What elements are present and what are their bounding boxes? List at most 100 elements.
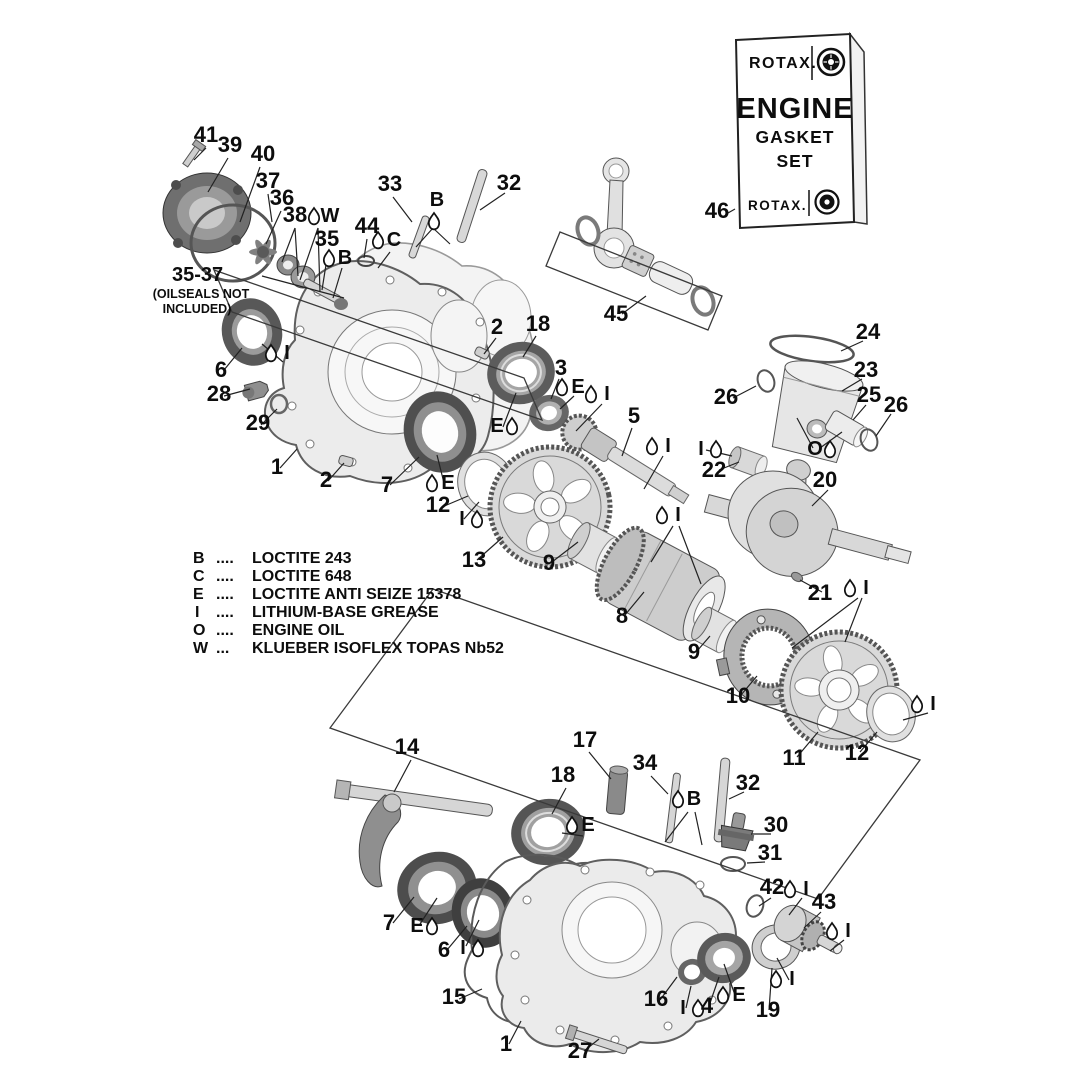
callout-label: 26 bbox=[884, 392, 908, 417]
card-brand-top: ROTAX. bbox=[749, 55, 817, 72]
crank-piston-group bbox=[703, 334, 912, 583]
callout-2: 2 bbox=[491, 314, 503, 339]
part-26-circlip bbox=[859, 428, 879, 452]
callout-label: W bbox=[321, 205, 340, 227]
callout-label: 32 bbox=[736, 770, 760, 795]
callout-label: I bbox=[803, 878, 809, 900]
callout-7: 7 bbox=[383, 910, 395, 935]
part-12-shim-ring bbox=[866, 685, 916, 743]
callout-I: I bbox=[645, 435, 671, 457]
callout-label: 16 bbox=[644, 986, 668, 1011]
part-28-plug bbox=[242, 380, 269, 402]
callout-C: C bbox=[371, 229, 401, 251]
callout-B: B bbox=[322, 247, 352, 269]
callout-label: 40 bbox=[251, 141, 275, 166]
callout-label: O bbox=[807, 438, 823, 460]
callout-19: 19 bbox=[756, 997, 780, 1022]
part-13-gear bbox=[487, 444, 613, 570]
callout-27: 27 bbox=[568, 1038, 592, 1063]
callout-label: 34 bbox=[633, 750, 658, 775]
part-45-conrod-kit bbox=[575, 157, 716, 317]
part-6-oilseal bbox=[451, 878, 515, 948]
callout-I: I bbox=[584, 383, 610, 405]
callout-I: I bbox=[460, 937, 485, 959]
callout-9: 9 bbox=[543, 550, 555, 575]
callout-label: I bbox=[284, 342, 290, 364]
callout-label: B bbox=[687, 788, 701, 810]
callout-label: 1 bbox=[500, 1031, 512, 1056]
callout-15: 15 bbox=[442, 984, 466, 1009]
lower-group bbox=[333, 757, 843, 1055]
callout-label: I bbox=[698, 438, 704, 460]
droplet-icon bbox=[425, 474, 439, 493]
callout-label: 28 bbox=[207, 381, 231, 406]
callout-I: I bbox=[655, 504, 681, 526]
callout-label: 14 bbox=[395, 734, 420, 759]
legend: B....LOCTITE 243 C....LOCTITE 648 E....L… bbox=[193, 550, 504, 657]
card-subtitle-2: SET bbox=[776, 151, 813, 171]
droplet-icon bbox=[427, 212, 441, 231]
droplet-icon bbox=[769, 970, 783, 989]
card-brand-bottom: ROTAX. bbox=[748, 198, 807, 213]
callout-18: 18 bbox=[551, 762, 575, 787]
droplet-icon bbox=[584, 385, 598, 404]
part-water-pump-group bbox=[162, 138, 488, 310]
callout-I: I bbox=[680, 997, 705, 1019]
callout-label: 18 bbox=[551, 762, 575, 787]
callout-21: 21 bbox=[808, 580, 832, 605]
part-20-crankshaft bbox=[703, 459, 912, 578]
callout-I: I bbox=[459, 508, 484, 530]
part-3-bearing bbox=[529, 394, 569, 432]
callout-24: 24 bbox=[856, 319, 881, 344]
callout-label: 11 bbox=[782, 745, 805, 770]
callout-I: I bbox=[783, 878, 809, 900]
droplet-icon bbox=[783, 880, 797, 899]
callout-10: 10 bbox=[726, 683, 750, 708]
callout-label: 26 bbox=[714, 384, 738, 409]
callout-label: 27 bbox=[568, 1038, 592, 1063]
part-33-stud bbox=[408, 215, 430, 259]
callout-E: E bbox=[555, 376, 585, 398]
part-32-stud bbox=[713, 757, 731, 843]
callout-label: 23 bbox=[854, 357, 878, 382]
part-5-shaft bbox=[560, 413, 690, 505]
callout-label: 33 bbox=[378, 171, 402, 196]
droplet-icon bbox=[825, 922, 839, 941]
oilseal-note: 35-37 (OILSEALS NOT INCLUDED) bbox=[153, 264, 250, 316]
callout-label: 1 bbox=[271, 454, 283, 479]
callout-E: E bbox=[565, 814, 595, 836]
part-18-bearing bbox=[511, 798, 585, 866]
callout-label: 19 bbox=[756, 997, 780, 1022]
callout-18: 18 bbox=[526, 311, 550, 336]
callout-label: 20 bbox=[813, 467, 837, 492]
callout-5: 5 bbox=[628, 403, 640, 428]
callout-38: 38 bbox=[283, 202, 307, 227]
callout-B: B bbox=[671, 788, 701, 810]
part-41-bolt bbox=[182, 138, 207, 168]
oilseal-note-line1: (OILSEALS NOT bbox=[153, 287, 250, 301]
part-14-shift-fork bbox=[333, 779, 493, 888]
callout-label: 6 bbox=[215, 357, 227, 382]
part-31-oring bbox=[720, 856, 746, 872]
part-42-oring bbox=[745, 894, 765, 918]
callout-20: 20 bbox=[813, 467, 837, 492]
oilseal-note-line2: INCLUDED) bbox=[163, 302, 232, 316]
callout-I: I bbox=[843, 577, 869, 599]
droplet-icon bbox=[910, 695, 924, 714]
callout-label: I bbox=[680, 997, 686, 1019]
droplet-icon bbox=[655, 506, 669, 525]
callout-label: 31 bbox=[758, 840, 782, 865]
callout-25: 25 bbox=[857, 382, 881, 407]
pump-cover-lugs bbox=[171, 180, 243, 248]
droplet-icon bbox=[307, 207, 321, 226]
callout-43: 43 bbox=[812, 889, 836, 914]
callout-label: 8 bbox=[616, 603, 628, 628]
callout-label: 46 bbox=[705, 198, 729, 223]
callout-I: I bbox=[698, 438, 723, 460]
group-outline-35-37 bbox=[212, 268, 544, 422]
callout-13: 13 bbox=[462, 547, 486, 572]
callout-label: 5 bbox=[628, 403, 640, 428]
callout-B: B bbox=[427, 189, 444, 231]
callout-41: 41 bbox=[194, 122, 218, 147]
